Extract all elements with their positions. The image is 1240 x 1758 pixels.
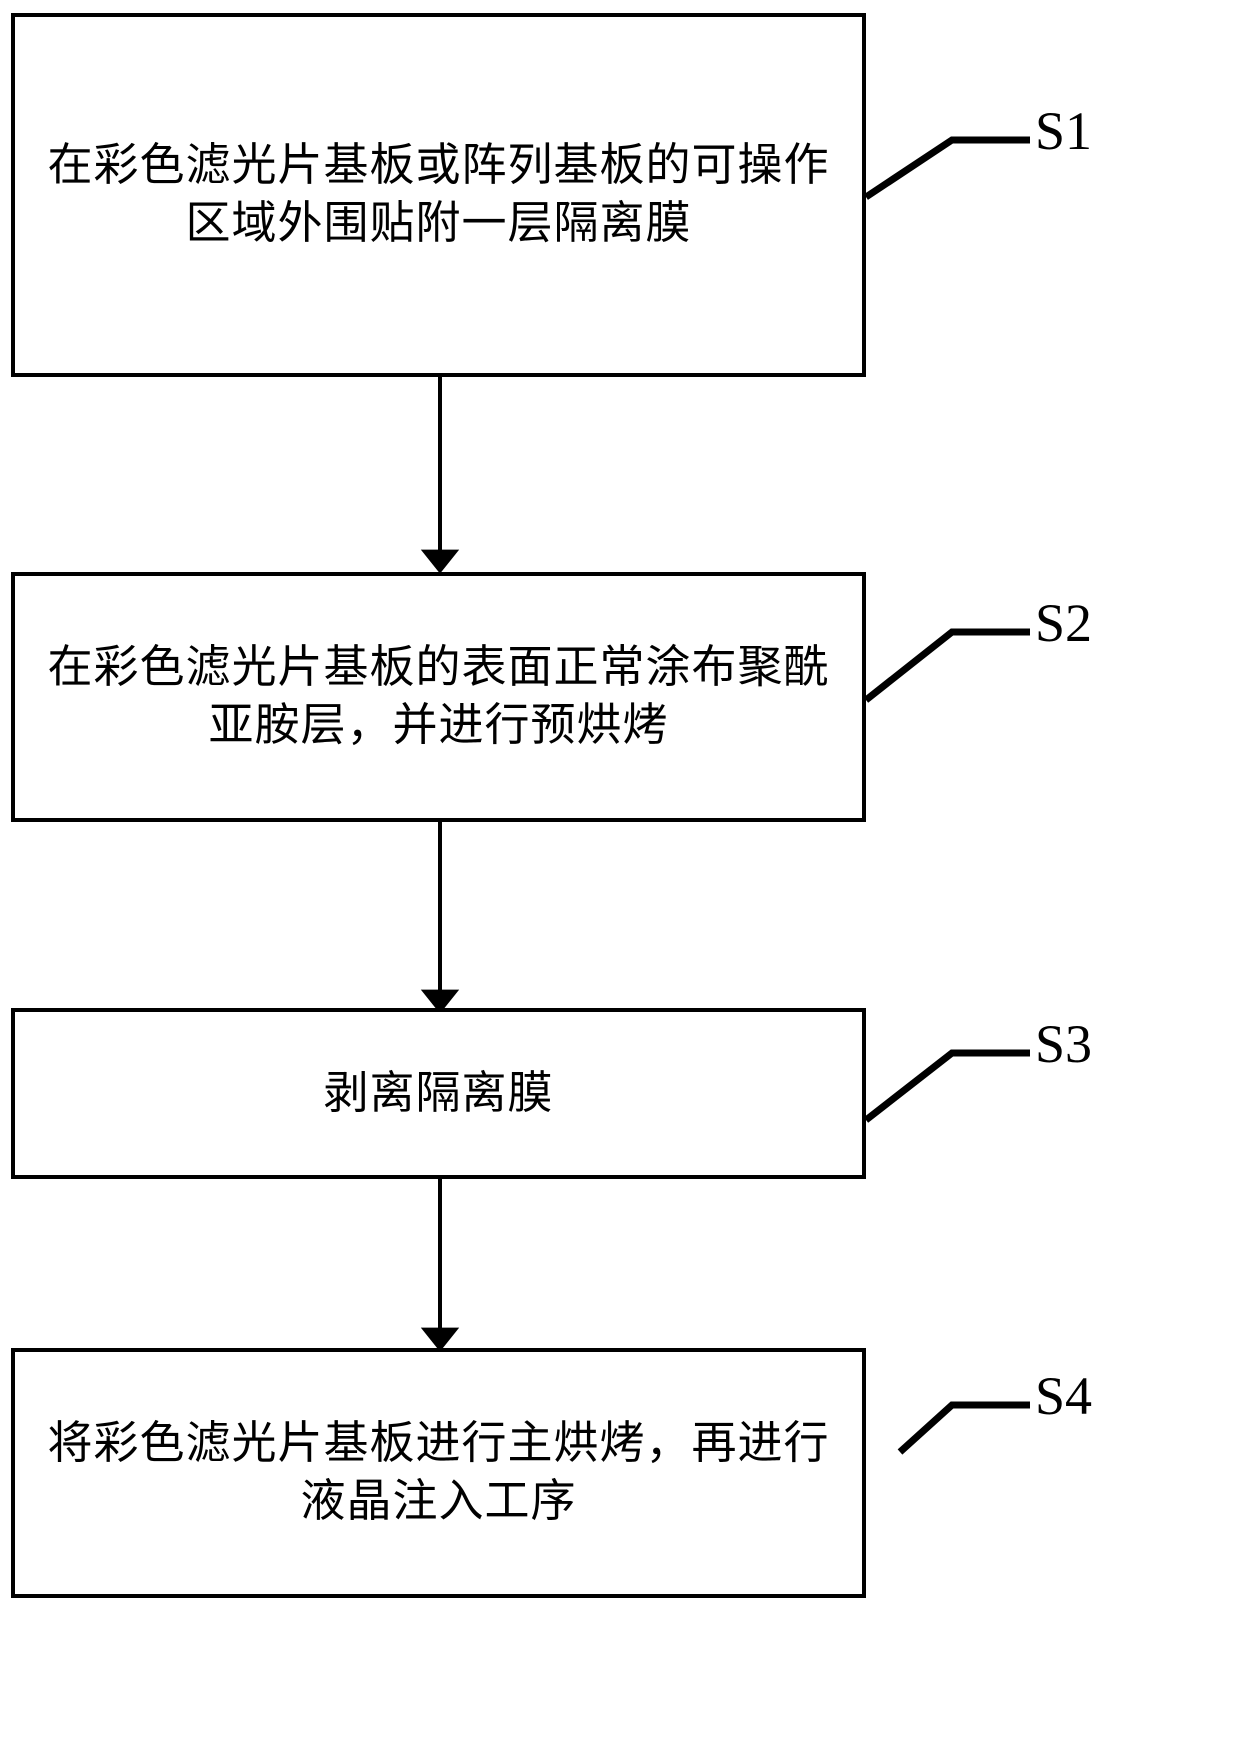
process-box-s1-text: 在彩色滤光片基板或阵列基板的可操作区域外围贴附一层隔离膜 xyxy=(47,140,830,248)
leader-line-s1 xyxy=(864,136,1030,200)
process-box-s4-text: 将彩色滤光片基板进行主烘烤，再进行液晶注入工序 xyxy=(47,1418,830,1526)
process-box-s3[interactable]: 剥离隔离膜 xyxy=(11,1008,866,1179)
process-box-s2[interactable]: 在彩色滤光片基板的表面正常涂布聚酰亚胺层，并进行预烘烤 xyxy=(11,572,866,822)
process-box-s1[interactable]: 在彩色滤光片基板或阵列基板的可操作区域外围贴附一层隔离膜 xyxy=(11,13,866,377)
process-box-s2-text: 在彩色滤光片基板的表面正常涂布聚酰亚胺层，并进行预烘烤 xyxy=(47,642,830,750)
process-box-s4[interactable]: 将彩色滤光片基板进行主烘烤，再进行液晶注入工序 xyxy=(11,1348,866,1598)
leader-line-s3 xyxy=(863,1049,1030,1123)
leader-line-s2 xyxy=(863,628,1030,703)
process-box-s3-text: 剥离隔离膜 xyxy=(323,1067,554,1118)
step-label-s2: S2 xyxy=(1035,593,1093,653)
step-label-s4: S4 xyxy=(1035,1366,1093,1426)
leader-line-s4 xyxy=(897,1401,1030,1455)
step-label-s1: S1 xyxy=(1035,101,1093,161)
step-label-s3: S3 xyxy=(1035,1014,1093,1074)
